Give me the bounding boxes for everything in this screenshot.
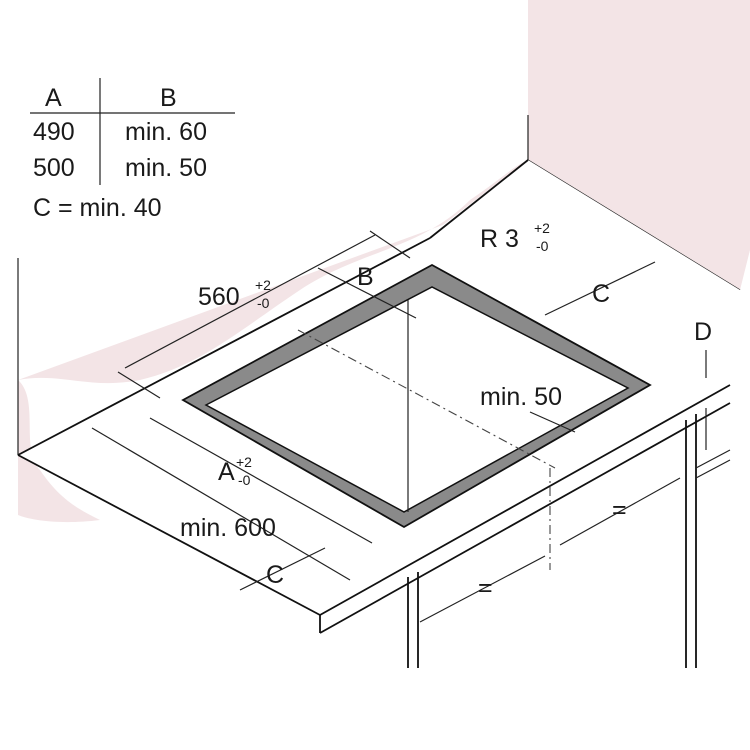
dim-min600-label: min. 600 (180, 514, 276, 542)
dim-c-bottom-label: C (266, 561, 284, 589)
dim-c-bottom-line (239, 547, 326, 591)
dim-560-ext (117, 230, 411, 399)
table-row2-a: 500 (33, 154, 75, 182)
dim-min50-label: min. 50 (480, 383, 562, 411)
dim-eq-lower-line (419, 555, 546, 623)
dim-b-label: B (357, 263, 374, 291)
cutout-opening (204, 286, 630, 513)
cabinet-left-panel (407, 572, 419, 668)
dim-b-line (317, 267, 417, 319)
table-row2-b: min. 50 (125, 154, 207, 182)
dim-radius-sup-minus: -0 (536, 238, 549, 254)
dim-c-top-label: C (592, 280, 610, 308)
dim-radius-sup-plus: +2 (534, 220, 550, 236)
dim-560-line (124, 234, 376, 369)
dim-eq-lower-label: = (478, 574, 493, 602)
dim-560-sup-minus: -0 (257, 295, 270, 311)
dim-min600-line (91, 427, 351, 581)
table-header-b: B (160, 84, 177, 112)
dim-560-sup-plus: +2 (255, 277, 271, 293)
dim-d-label: D (694, 318, 712, 346)
wall-left-tint (18, 380, 100, 523)
dim-a-sup-minus: -0 (238, 472, 251, 488)
dim-a-label: A (218, 458, 235, 486)
dim-a-sup-plus: +2 (236, 454, 252, 470)
table-row1-a: 490 (33, 118, 75, 146)
dim-min50-line (529, 411, 576, 433)
dim-560-label: 560 (198, 283, 240, 311)
dim-c-top-line (544, 261, 656, 316)
worktop-back-edge-right (429, 159, 529, 239)
wall-back-tint (18, 0, 750, 384)
worktop-back-edge (17, 237, 431, 456)
cabinet-right-shelf (695, 449, 731, 479)
table-header-a: A (45, 84, 62, 112)
dim-eq-upper-label: = (612, 496, 627, 524)
dim-a-line (149, 417, 373, 544)
worktop-front-lower-edge (319, 402, 731, 634)
table-row1-b: min. 60 (125, 118, 207, 146)
worktop-front-edge (319, 384, 731, 616)
worktop-left-front-edge (17, 454, 321, 616)
dim-radius-label: R 3 (480, 225, 519, 253)
table-footer-c: C = min. 40 (33, 194, 162, 222)
dim-eq-upper-line (559, 477, 681, 546)
cabinet-right-panel (685, 414, 697, 668)
